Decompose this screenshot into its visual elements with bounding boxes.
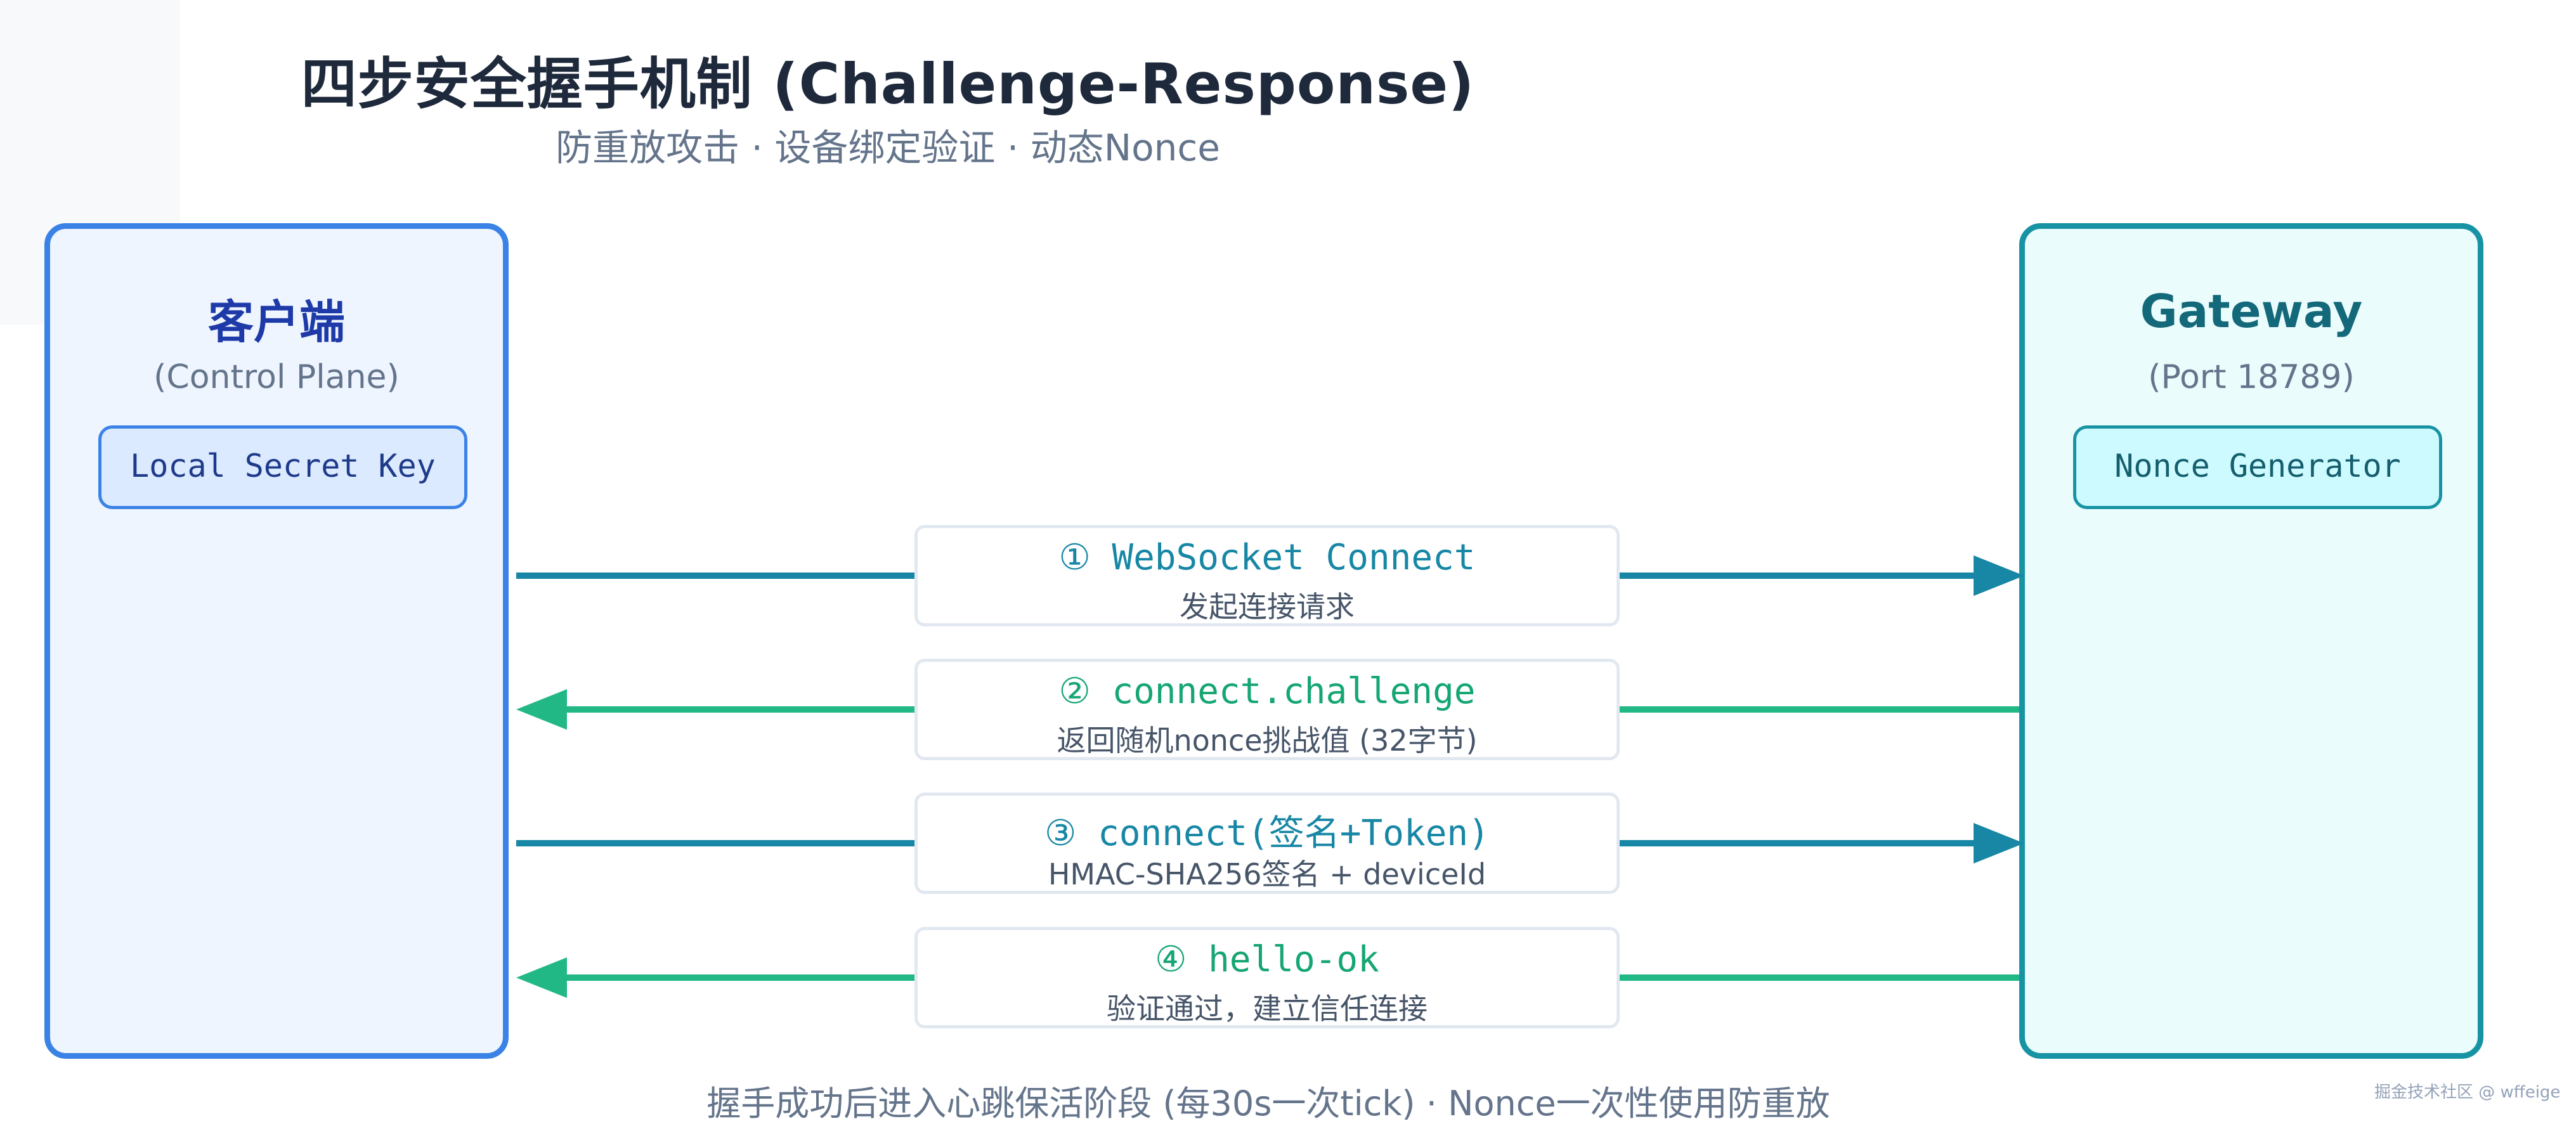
client-title: 客户端 [207,295,345,349]
step-3-box: ③ connect(签名+Token) HMAC-SHA256签名 + devi… [914,793,1620,894]
watermark: 掘金技术社区 @ wffeige [2374,1083,2561,1102]
step-3-arrowhead [1974,823,2024,864]
gateway-subtitle: (Port 18789) [2148,358,2355,396]
step-1-label: ① WebSocket Connect [1058,537,1476,578]
step-3-label: ③ connect(签名+Token) [1044,813,1490,854]
footer-note: 握手成功后进入心跳保活阶段 (每30s一次tick) · Nonce一次性使用防… [706,1084,1830,1123]
client-box: 客户端 (Control Plane) Local Secret Key [44,223,509,1059]
step-4-label: ④ hello-ok [1155,939,1379,980]
step-4-box: ④ hello-ok 验证通过，建立信任连接 [914,927,1620,1028]
step-2-arrowhead [516,689,567,730]
local-secret-key-chip: Local Secret Key [98,425,467,509]
client-subtitle: (Control Plane) [153,358,400,396]
step-4-description: 验证通过，建立信任连接 [1107,992,1428,1026]
diagram-title: 四步安全握手机制 (Challenge-Response) [301,51,1475,117]
nonce-generator-chip: Nonce Generator [2073,425,2442,509]
step-2-description: 返回随机nonce挑战值 (32字节) [1057,723,1478,758]
step-1-description: 发起连接请求 [1180,590,1355,624]
gateway-box: Gateway (Port 18789) Nonce Generator [2019,223,2483,1059]
step-2-label: ② connect.challenge [1058,671,1476,712]
step-4-arrowhead [516,957,567,998]
gateway-title: Gateway [2140,285,2363,338]
step-3-description: HMAC-SHA256签名 + deviceId [1048,857,1486,891]
step-1-box: ① WebSocket Connect 发起连接请求 [914,525,1620,626]
step-2-box: ② connect.challenge 返回随机nonce挑战值 (32字节) [914,659,1620,760]
diagram-subtitle: 防重放攻击 · 设备绑定验证 · 动态Nonce [556,126,1220,169]
step-1-arrowhead [1974,555,2024,596]
